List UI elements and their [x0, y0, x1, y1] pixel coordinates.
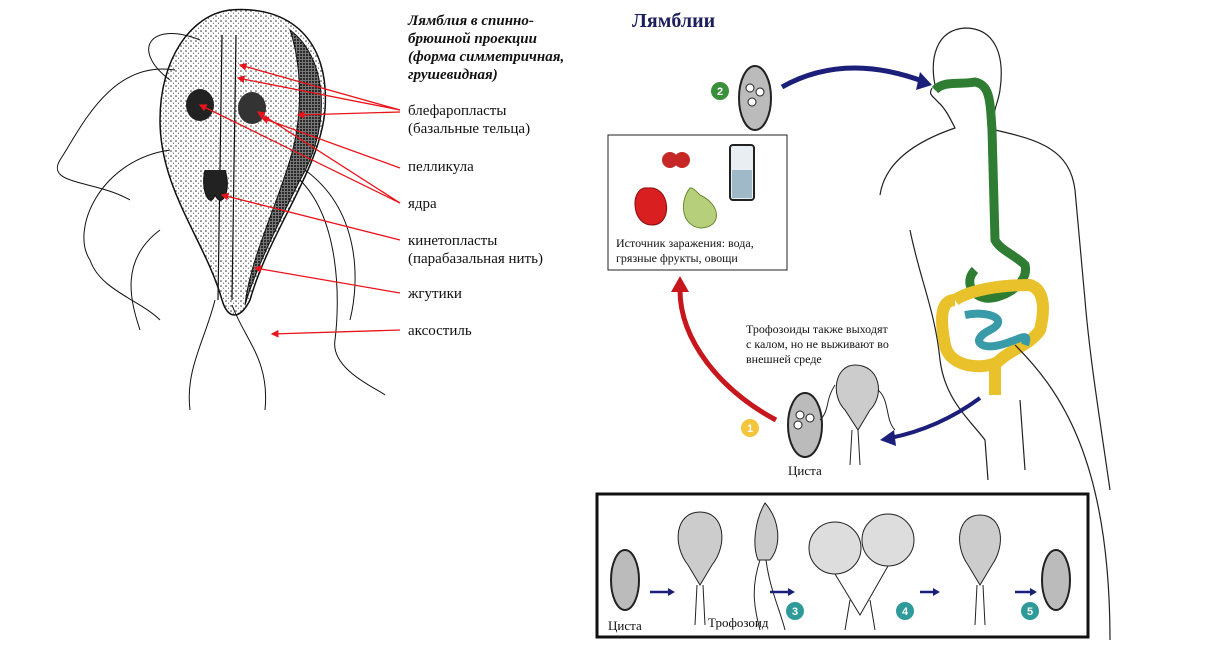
- heading-line: (форма симметричная,: [408, 49, 564, 65]
- step-4-number: 4: [902, 606, 909, 618]
- arrow-contamination: [677, 289, 778, 423]
- label-blepharoplasts: блефаропласты: [408, 103, 506, 119]
- step-3-badge: [786, 602, 804, 620]
- arrow-excretion: [889, 396, 982, 440]
- label-flagella: жгутики: [407, 286, 462, 302]
- heading-line: брюшной проекции: [408, 31, 537, 47]
- trophozoite-step1: [819, 364, 896, 466]
- label-kinetoplasts: кинетопласты: [408, 233, 497, 249]
- cyst-drawing: [610, 549, 640, 611]
- trophozoite-drawing: [677, 511, 723, 586]
- label-nuclei: ядра: [408, 196, 437, 212]
- source-text: грязные фрукты, овощи: [616, 251, 738, 265]
- label-basal-bodies: (базальные тельца): [408, 121, 530, 137]
- arrowhead: [916, 72, 932, 90]
- cyst-step2: [738, 65, 772, 131]
- trophozoite-note: Трофозоиды также выходят: [746, 322, 888, 336]
- stage-trophozoite-label: Трофозоид: [708, 615, 769, 630]
- stages-box: Циста Трофозоид 3 4 5: [595, 492, 1090, 639]
- trophozoite-note: с калом, но не выживают во: [746, 337, 889, 351]
- left-heading: Лямблия в спинно- брюшной проекции (форм…: [407, 13, 564, 83]
- step-1-number: 1: [747, 423, 753, 435]
- arrow-ingestion: [780, 65, 926, 90]
- trophozoite-note: внешней среде: [746, 352, 822, 366]
- step-2-number: 2: [717, 86, 723, 98]
- arrowhead: [880, 430, 896, 446]
- stage-cyst-label: Циста: [608, 618, 642, 633]
- apple-icon: [634, 187, 667, 226]
- source-text: Источник заражения: вода,: [616, 236, 754, 250]
- heading-line: Лямблия в спинно-: [407, 13, 534, 29]
- source-box: Источник заражения: вода, грязные фрукты…: [607, 134, 788, 271]
- label-axostyle: аксостиль: [408, 323, 472, 339]
- pear-icon: [682, 187, 717, 229]
- cyst-label: Циста: [788, 463, 822, 478]
- digestive-tract: [931, 77, 1049, 395]
- label-parabasal: (парабазальная нить): [408, 251, 543, 267]
- cycle-title: Лямблии: [632, 10, 715, 32]
- dividing-trophozoite: [808, 521, 862, 575]
- raspberry-icon: [662, 152, 678, 168]
- pointer-lines: [198, 63, 401, 338]
- step-5-number: 5: [1027, 606, 1033, 618]
- step-5-badge: [1021, 602, 1039, 620]
- cyst-step1: [787, 392, 823, 458]
- label-pellicle: пелликула: [408, 159, 474, 175]
- connector-line: [1014, 344, 1111, 641]
- arrowhead: [671, 276, 689, 292]
- step-3-number: 3: [792, 606, 798, 618]
- step-1-badge: [741, 419, 759, 437]
- giardia-drawing: [56, 8, 386, 411]
- step-4-badge: [896, 602, 914, 620]
- heading-line: грушевидная): [408, 67, 498, 83]
- step-2-badge: [711, 82, 729, 100]
- human-body: [879, 27, 1111, 491]
- structure-labels: блефаропласты (базальные тельца) пеллику…: [407, 103, 543, 339]
